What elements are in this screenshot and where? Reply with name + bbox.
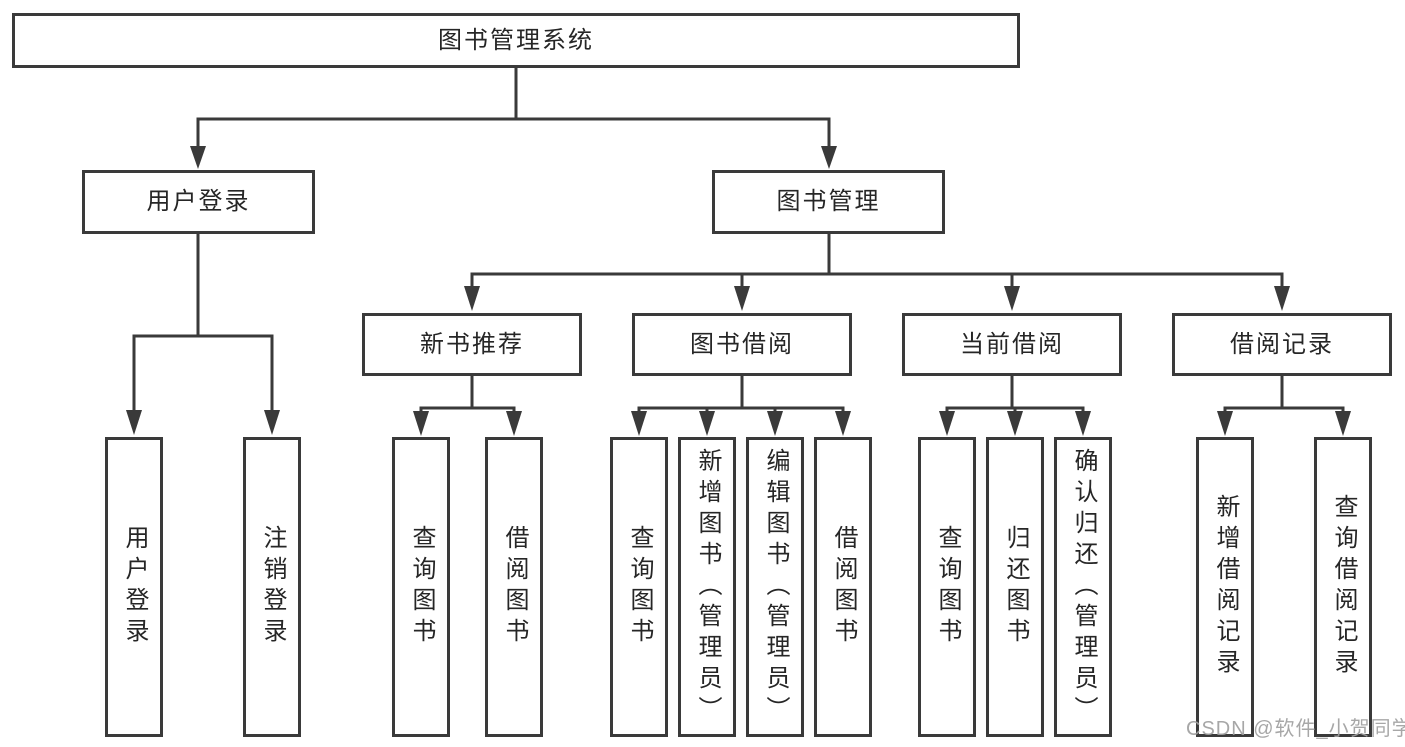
- leaf-edit-book-admin: 编辑图书（管理员）: [746, 437, 804, 737]
- leaf-edit-book-admin-label: 编辑图书（管理员）: [762, 447, 789, 727]
- leaf-confirm-return-admin: 确认归还（管理员）: [1054, 437, 1112, 737]
- node-book-borrow: 图书借阅: [632, 313, 852, 376]
- leaf-query-book-1-label: 查询图书: [408, 525, 435, 649]
- connector-root-to-level2: [190, 66, 837, 169]
- connector-current-borrow-to-leaves: [939, 375, 1091, 436]
- leaf-user-login-label: 用户登录: [121, 525, 148, 649]
- node-book-mgmt-label: 图书管理: [776, 188, 881, 215]
- leaf-return-book-label: 归还图书: [1002, 525, 1029, 649]
- leaf-add-book-admin-label: 新增图书（管理员）: [694, 447, 721, 727]
- node-borrow-record-label: 借阅记录: [1230, 330, 1334, 358]
- leaf-confirm-return-admin-label: 确认归还（管理员）: [1070, 447, 1097, 727]
- leaf-query-book-2: 查询图书: [610, 437, 668, 737]
- leaf-borrow-book-2-label: 借阅图书: [830, 525, 857, 649]
- leaf-logout: 注销登录: [243, 437, 301, 737]
- leaf-query-book-3-label: 查询图书: [934, 525, 961, 649]
- node-root: 图书管理系统: [12, 13, 1020, 68]
- connector-new-book-to-leaves: [413, 375, 522, 436]
- connector-book-mgmt-to-level3: [464, 233, 1290, 311]
- leaf-user-login: 用户登录: [105, 437, 163, 737]
- leaf-logout-label: 注销登录: [259, 525, 286, 649]
- node-user-login: 用户登录: [82, 170, 315, 234]
- leaf-query-book-3: 查询图书: [918, 437, 976, 737]
- connector-book-borrow-to-leaves: [631, 375, 851, 436]
- node-new-book-recommend-label: 新书推荐: [420, 330, 524, 358]
- leaf-query-book-2-label: 查询图书: [626, 525, 653, 649]
- leaf-add-borrow-record-label: 新增借阅记录: [1212, 494, 1239, 680]
- leaf-add-book-admin: 新增图书（管理员）: [678, 437, 736, 737]
- leaf-borrow-book-1: 借阅图书: [485, 437, 543, 737]
- leaf-query-borrow-record: 查询借阅记录: [1314, 437, 1372, 737]
- leaf-query-book-1: 查询图书: [392, 437, 450, 737]
- node-root-label: 图书管理系统: [438, 26, 594, 54]
- leaf-borrow-book-1-label: 借阅图书: [501, 525, 528, 649]
- node-current-borrow: 当前借阅: [902, 313, 1122, 376]
- connector-borrow-record-to-leaves: [1217, 375, 1351, 436]
- node-current-borrow-label: 当前借阅: [960, 330, 1064, 358]
- node-borrow-record: 借阅记录: [1172, 313, 1392, 376]
- connector-user-login-to-leaves: [126, 233, 280, 435]
- leaf-add-borrow-record: 新增借阅记录: [1196, 437, 1254, 737]
- node-user-login-label: 用户登录: [146, 188, 251, 215]
- node-book-borrow-label: 图书借阅: [690, 330, 794, 358]
- leaf-return-book: 归还图书: [986, 437, 1044, 737]
- csdn-watermark: CSDN @软件_小贺同学: [1186, 718, 1405, 740]
- leaf-query-borrow-record-label: 查询借阅记录: [1330, 494, 1357, 680]
- node-book-mgmt: 图书管理: [712, 170, 945, 234]
- node-new-book-recommend: 新书推荐: [362, 313, 582, 376]
- leaf-borrow-book-2: 借阅图书: [814, 437, 872, 737]
